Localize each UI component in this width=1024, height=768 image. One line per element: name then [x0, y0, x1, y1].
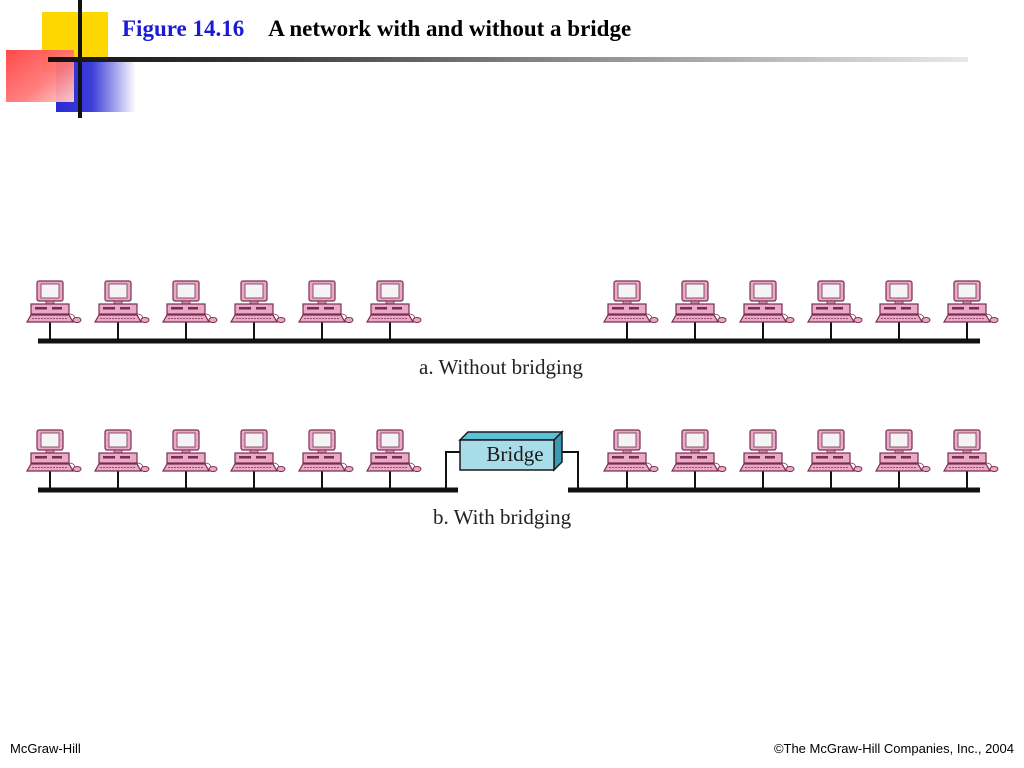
- lan-b-left-computer-icon: [26, 429, 82, 473]
- figure-number: Figure 14.16: [122, 16, 245, 41]
- lan-b-right-computer-icon: [875, 429, 931, 473]
- lan-a-right-computer-icon: [807, 280, 863, 324]
- panel-without-bridging: [26, 280, 999, 344]
- lan-b-right-computer-icon: [943, 429, 999, 473]
- slide-title: Figure 14.16 A network with and without a…: [122, 16, 631, 42]
- lan-b-left-computer-icon: [94, 429, 150, 473]
- lan-b-left-computer-icon: [366, 429, 422, 473]
- caption-without-bridging: a. Without bridging: [419, 355, 583, 379]
- bridge-label: Bridge: [486, 442, 543, 466]
- lan-a-right-computer-icon: [671, 280, 727, 324]
- lan-b-right-computer-icon: [671, 429, 727, 473]
- lan-a-left-computer-icon: [298, 280, 354, 324]
- bridge-port-right-line: [558, 451, 579, 490]
- lan-b-right-computer-icon: [603, 429, 659, 473]
- lan-b-left-computer-icon: [230, 429, 286, 473]
- decor-horizontal-rule: [48, 57, 968, 62]
- lan-a-left-computer-icon: [162, 280, 218, 324]
- lan-a-left-computer-icon: [26, 280, 82, 324]
- lan-a-right-computer-icon: [875, 280, 931, 324]
- panel-with-bridging: Bridge: [26, 429, 999, 493]
- bridge-device: Bridge: [458, 430, 564, 472]
- lan-a-left-computer-icon: [230, 280, 286, 324]
- lan-b-left-computer-icon: [298, 429, 354, 473]
- lan-b-left-computer-icon: [162, 429, 218, 473]
- bridge-port-left-line: [445, 451, 460, 490]
- figure-title: A network with and without a bridge: [268, 16, 632, 41]
- footer-copyright: ©The McGraw-Hill Companies, Inc., 2004: [773, 741, 1014, 756]
- lan-a-left-computer-icon: [94, 280, 150, 324]
- lan-b-right-computer-icon: [807, 429, 863, 473]
- lan-a-left-computer-icon: [366, 280, 422, 324]
- caption-with-bridging: b. With bridging: [433, 505, 572, 529]
- lan-a-right-computer-icon: [943, 280, 999, 324]
- footer-publisher: McGraw-Hill: [10, 741, 81, 756]
- lan-a-right-computer-icon: [739, 280, 795, 324]
- lan-b-right-computer-icon: [739, 429, 795, 473]
- lan-a-right-computer-icon: [603, 280, 659, 324]
